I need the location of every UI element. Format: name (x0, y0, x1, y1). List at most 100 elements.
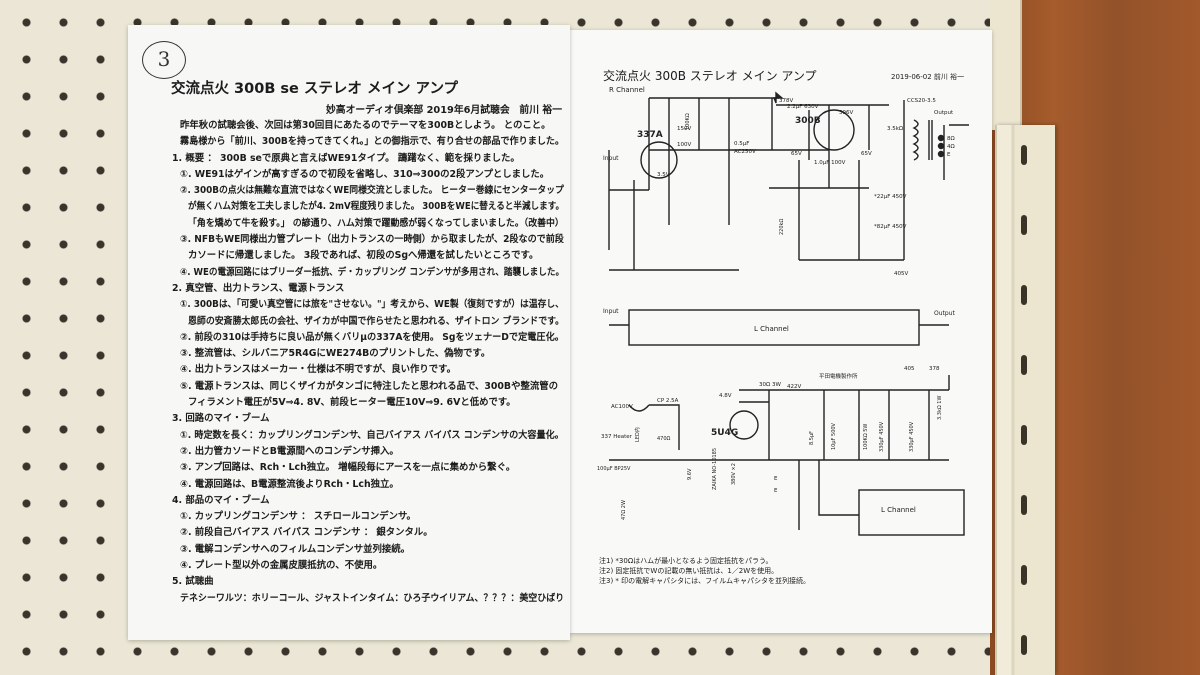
svg-text:Input: Input (603, 308, 619, 315)
text-line: ②. 300Bの点火は無難な直流ではなくWE同様交流としました。 ヒーター巻線に… (180, 185, 564, 197)
cap-330uf-b-label: 330μF 450V (909, 421, 915, 452)
svg-text:E: E (947, 152, 951, 158)
svg-text:405V: 405V (894, 271, 908, 277)
body-text: 昨年秋の試聴会後、次回は第30回目にあたるのでテーマを300Bとしよう。 とのこ… (166, 118, 564, 607)
svg-text:8Ω: 8Ω (947, 136, 955, 142)
svg-text:100μF BP25V: 100μF BP25V (597, 466, 631, 472)
schematic-sheet: 交流点火 300B ステレオ メイン アンプ 2019-06-02 前川 裕一 … (569, 30, 992, 633)
led-label: LED内 (634, 427, 641, 442)
input-label: Input (603, 155, 619, 162)
svg-text:378V: 378V (779, 98, 793, 104)
text-line-row: ①. カップリングコンデンサ ： スチロールコンデンサ。 (166, 509, 564, 525)
text-line: 恩師の安斎勝太郎氏の会社、ザイカが中国で作らせたと思われる、ザイトロン ブランド… (188, 315, 565, 327)
cap-8-5uf-label: 8.5μF (809, 431, 815, 445)
text-line: 昨年秋の試聴会後、次回は第30回目にあたるのでテーマを300Bとしよう。 とのこ… (180, 120, 551, 131)
tube-300b-label: 300B (795, 116, 821, 126)
text-line: ③. 電解コンデンサへのフィルムコンデンサ並列接続。 (180, 543, 411, 555)
frame-edge (990, 0, 1022, 130)
text-line-row: ④. 電源回路は、B電源整流後よりRch・Lch独立。 (166, 477, 564, 493)
text-line: ②. 前段の310は手持ちに良い品が無くバリμの337Aを使用。 Sgをツェナー… (180, 331, 564, 343)
sheet-title: 交流点火 300B se ステレオ メイン アンプ (171, 81, 459, 97)
svg-text:E: E (774, 476, 778, 482)
page-mark: 3 (142, 41, 186, 79)
svg-text:AC250V: AC250V (734, 149, 756, 155)
r-channel-amp: R Channel Input 337A 300B 378V 396V 150V… (603, 86, 969, 277)
text-line-row: ⑤. 電源トランスは、同じくザイカがタンゴに特注したと思われる品で、300Bや整… (166, 379, 564, 395)
text-line: ①. 300Bは、「可愛い真空管には旅を"させない。"」考えから、WE製（復刻で… (180, 299, 564, 311)
text-line-row: ①. 300Bは、「可愛い真空管には旅を"させない。"」考えから、WE製（復刻で… (166, 297, 564, 313)
text-line-row: ③. 電解コンデンサへのフィルムコンデンサ並列接続。 (166, 542, 564, 558)
date-author: 2019-06-02 前川 裕一 (891, 73, 965, 81)
byline: 妙高オーディオ倶楽部 2019年6月試聴会 前川 裕一 (326, 105, 563, 116)
svg-text:378: 378 (929, 366, 940, 372)
text-line-row: 3. 回路のマイ・ブーム (166, 411, 564, 427)
text-line: ⑤. 電源トランスは、同じくザイカがタンゴに特注したと思われる品で、300Bや整… (180, 380, 558, 392)
text-line: ①. カップリングコンデンサ ： スチロールコンデンサ。 (180, 511, 416, 523)
svg-text:470Ω: 470Ω (657, 436, 671, 442)
svg-text:65V: 65V (861, 151, 872, 157)
text-line: ③. アンプ回路は、Rch・Lch独立。 増幅段毎にアースを一点に集めから繋ぐ。 (180, 462, 516, 474)
text-line: ④. WEの電源回路にはブリーダー抵抗、デ・カップリング コンデンサが多用され、… (180, 266, 565, 278)
note-1: 注1) *30Ωはハムが最小となるよう固定抵抗をパラう。 (599, 557, 773, 565)
svg-text:L Channel: L Channel (881, 506, 916, 514)
text-line-row: が無くハム対策を工夫しましたが4. 2mV程度残りました。 300BをWEに替え… (166, 199, 564, 215)
svg-text:*82μF 450V: *82μF 450V (874, 224, 907, 230)
voltage-380v-label: 380V ×2 (731, 463, 737, 485)
text-line-row: ①. WE91はゲインが高すぎるので初段を省略し、310⇒300の2段アンプとし… (166, 167, 564, 183)
svg-text:CCS20-3.5: CCS20-3.5 (907, 98, 936, 104)
text-line: 「角を矯めて牛を殺す。」 の諺通り、ハム対策で躍動感が弱くなってしまいました。（… (188, 217, 564, 229)
svg-text:3.5kΩ: 3.5kΩ (887, 126, 903, 132)
note-2: 注2) 固定抵抗でWの記載の無い抵抗は、1／2Wを使用。 (599, 567, 779, 575)
resistor-3-3k-label: 3.3kΩ 1W (937, 396, 943, 420)
text-line: ④. 電源回路は、B電源整流後よりRch・Lch独立。 (180, 478, 399, 490)
text-line: ③. NFBもWE同様出力管プレート（出力トランスの一時側）から取ましたが、2段… (180, 234, 564, 246)
text-line: 5. 試聴曲 (172, 576, 214, 588)
svg-text:平田電機製作所: 平田電機製作所 (819, 372, 858, 380)
text-line: ①. WE91はゲインが高すぎるので初段を省略し、310⇒300の2段アンプとし… (180, 168, 550, 180)
svg-text:65V: 65V (791, 151, 802, 157)
text-line: ①. 時定数を長く：カップリングコンデンサ、自己バイアス バイパス コンデンサの… (180, 429, 564, 441)
svg-text:2.2μF 630V: 2.2μF 630V (787, 104, 819, 110)
text-line: ④. プレート型以外の金属皮膜抵抗の、不使用。 (180, 560, 383, 572)
text-line: 3. 回路のマイ・ブーム (172, 413, 270, 425)
l-channel-block: L Channel Input Output (603, 308, 955, 346)
text-line: 4. 部品のマイ・ブーム (172, 494, 270, 506)
text-line-row: ③. 整流管は、シルバニア5R4GにWE274Bのプリントした、偽物です。 (166, 346, 564, 362)
resistor-100k-label: 100KΩ (685, 113, 691, 130)
text-line-row: 4. 部品のマイ・ブーム (166, 493, 564, 509)
svg-text:3.5V: 3.5V (657, 172, 670, 178)
svg-text:CP 2.5A: CP 2.5A (657, 398, 679, 404)
text-line-row: ③. NFBもWE同様出力管プレート（出力トランスの一時側）から取ましたが、2段… (166, 232, 564, 248)
svg-text:100V: 100V (677, 142, 691, 148)
text-line-row: 5. 試聴曲 (166, 574, 564, 590)
svg-text:405: 405 (904, 366, 915, 372)
svg-text:1.0μF 100V: 1.0μF 100V (814, 160, 846, 166)
text-line-row: ④. 出力トランスはメーカー・仕様は不明ですが、良い作りです。 (166, 362, 564, 378)
text-line-row: 2. 真空管、出力トランス、電源トランス (166, 281, 564, 297)
shelf-post (995, 125, 1055, 675)
text-line-row: ②. 前段の310は手持ちに良い品が無くバリμの337Aを使用。 Sgをツェナー… (166, 330, 564, 346)
text-line-row: 昨年秋の試聴会後、次回は第30回目にあたるのでテーマを300Bとしよう。 とのこ… (166, 118, 564, 134)
schematic-title: 交流点火 300B ステレオ メイン アンプ (603, 69, 817, 83)
text-line: ②. 前段自己バイアス バイパス コンデンサ ： 銀タンタル。 (180, 527, 433, 539)
text-line: フィラメント電圧が5V⇒4. 8V、前段ヒーター電圧10V⇒9. 6Vと低めです… (188, 397, 516, 409)
svg-text:396V: 396V (839, 110, 853, 116)
svg-text:4.8V: 4.8V (719, 393, 732, 399)
text-line: ④. 出力トランスはメーカー・仕様は不明ですが、良い作りです。 (180, 364, 456, 376)
svg-text:E: E (774, 488, 778, 494)
text-line-row: カソードに帰還しました。 3段であれば、初段のSgへ帰還を試したいところです。 (166, 248, 564, 264)
text-line: ③. 整流管は、シルバニア5R4GにWE274Bのプリントした、偽物です。 (180, 348, 491, 360)
text-line-row: ①. 時定数を長く：カップリングコンデンサ、自己バイアス バイパス コンデンサの… (166, 428, 564, 444)
text-line-row: ③. アンプ回路は、Rch・Lch独立。 増幅段毎にアースを一点に集めから繋ぐ。 (166, 460, 564, 476)
svg-text:5U4G: 5U4G (711, 428, 738, 438)
text-line: 霧島様から「前川、300Bを持ってきてくれ。」との御指示で、有り合せの部品で作り… (180, 136, 565, 148)
text-line-row: ②. 出力管カソードとB電源間へのコンデンサ挿入。 (166, 444, 564, 460)
text-line-row: 霧島様から「前川、300Bを持ってきてくれ。」との御指示で、有り合せの部品で作り… (166, 134, 564, 150)
note-3: 注3) * 印の電解キャパシタには、フイルムキャパシタを並列接続。 (599, 577, 810, 585)
svg-text:422V: 422V (787, 384, 801, 390)
cap-330uf-a-label: 330μF 450V (879, 421, 885, 452)
r-channel-label: R Channel (609, 86, 645, 94)
description-sheet: 3 交流点火 300B se ステレオ メイン アンプ 妙高オーディオ倶楽部 2… (128, 25, 570, 640)
text-line-row: 「角を矯めて牛を殺す。」 の諺通り、ハム対策で躍動感が弱くなってしまいました。（… (166, 216, 564, 232)
svg-text:Output: Output (934, 110, 954, 116)
